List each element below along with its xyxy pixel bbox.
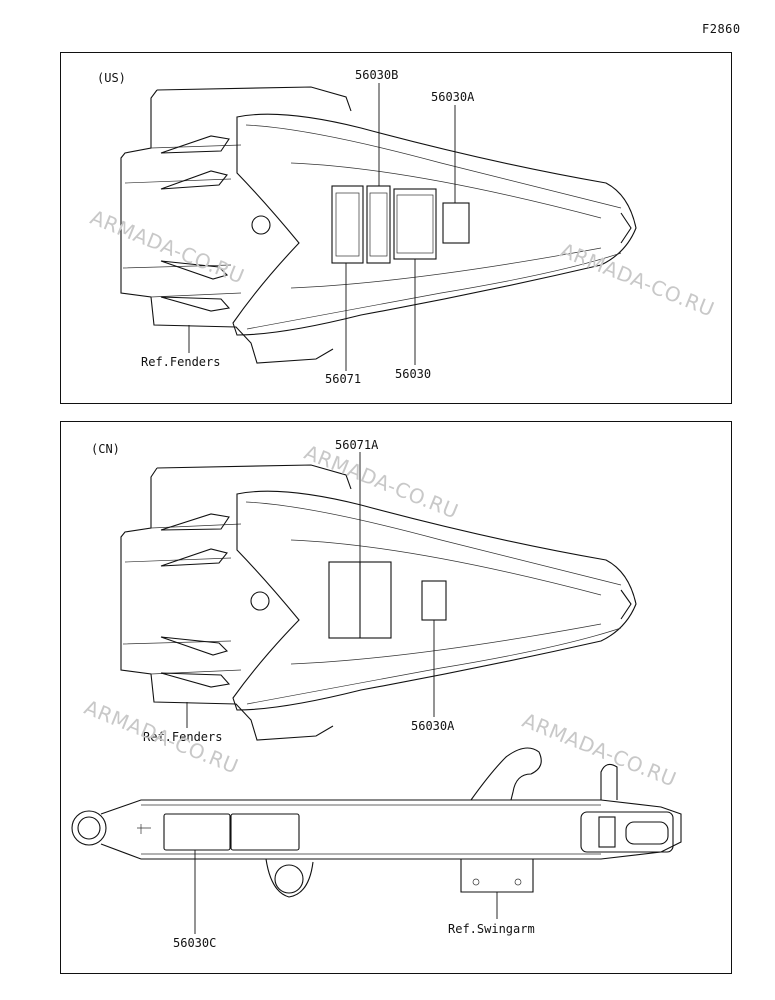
- region-us-label: (US): [97, 71, 126, 85]
- cn-fender-swingarm-drawing: [71, 452, 682, 934]
- label-56071A: 56071A: [335, 438, 379, 452]
- label-56030A-cn: 56030A: [411, 719, 455, 733]
- label-56030A: 56030A: [431, 90, 475, 104]
- label-ref-fenders-cn: Ref.Fenders: [143, 730, 223, 744]
- label-56071: 56071: [325, 372, 362, 386]
- label-56030: 56030: [395, 367, 432, 381]
- label-56030C: 56030C: [173, 936, 217, 950]
- us-fender-drawing: [120, 83, 637, 371]
- panel-us: (US) 56030B 56030A 56071 56030 Ref.Fende…: [60, 52, 732, 404]
- region-cn-label: (CN): [91, 442, 120, 456]
- panel-cn: (CN) 56071A 56030A Ref.Fenders 56030C Re…: [60, 421, 732, 974]
- label-ref-fenders: Ref.Fenders: [141, 355, 221, 369]
- label-ref-swingarm: Ref.Swingarm: [448, 922, 535, 936]
- figure-id: F2860: [702, 22, 741, 36]
- label-56030B: 56030B: [355, 68, 399, 82]
